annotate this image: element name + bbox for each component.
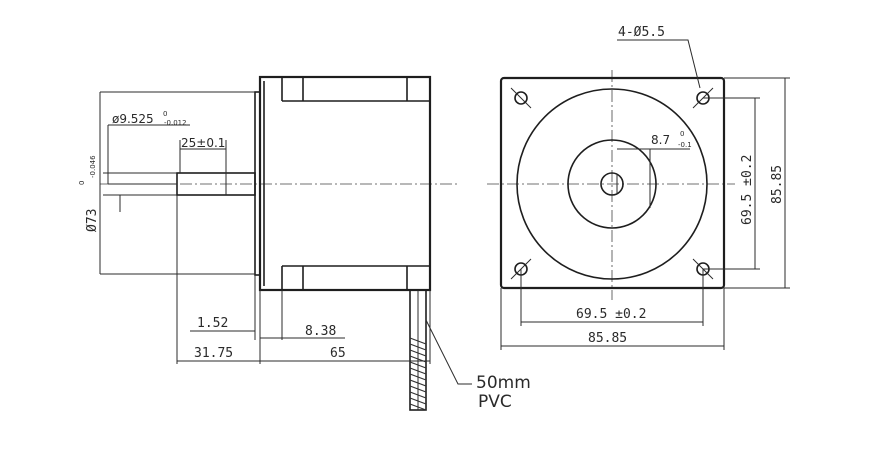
svg-text:-0.046: -0.046 [89,155,97,178]
cable-length-label: 50mm [476,373,531,393]
shaft-diameter-label: ø9.525 [112,112,154,126]
side-view: 50mm PVC ø9.525 0 -0.012 25±0.1 Ø73 0 -0… [78,75,531,412]
svg-text:-0.1: -0.1 [678,141,692,149]
dim-shaft-total: 31.75 [194,346,233,361]
mount-holes-label: 4-Ø5.5 [618,25,665,40]
width-label: 85.85 [588,331,627,346]
cable-leader [425,319,472,385]
flat-depth-label: 8.7 [651,133,670,147]
boss-diameter-label: Ø73 [85,209,100,232]
dim-flange: 8.38 [305,324,336,339]
hole-spacing-vertical: 69.5 ±0.2 [740,155,755,225]
height-label: 85.85 [770,165,785,204]
shaft-circle [600,172,624,196]
cable [409,289,427,411]
dim-body-length: 65 [330,346,346,361]
svg-text:-0.012: -0.012 [164,119,187,127]
front-flange [499,76,726,290]
hole-callout-leader [617,39,701,89]
body-circle [516,88,708,280]
dim-boss-height: 1.52 [197,316,228,331]
svg-text:0: 0 [78,181,86,185]
shaft-length-label: 25±0.1 [181,136,225,150]
mount-hole-tl [510,87,532,109]
svg-text:0: 0 [680,130,684,138]
boss-circle [567,139,657,229]
hole-spacing-horizontal: 69.5 ±0.2 [576,307,646,322]
cable-type-label: PVC [478,392,512,412]
svg-text:0: 0 [163,110,167,118]
front-view: 4-Ø5.5 8.7 0 -0.1 69.5 ±0.2 85.85 69.5 ±… [487,25,790,350]
